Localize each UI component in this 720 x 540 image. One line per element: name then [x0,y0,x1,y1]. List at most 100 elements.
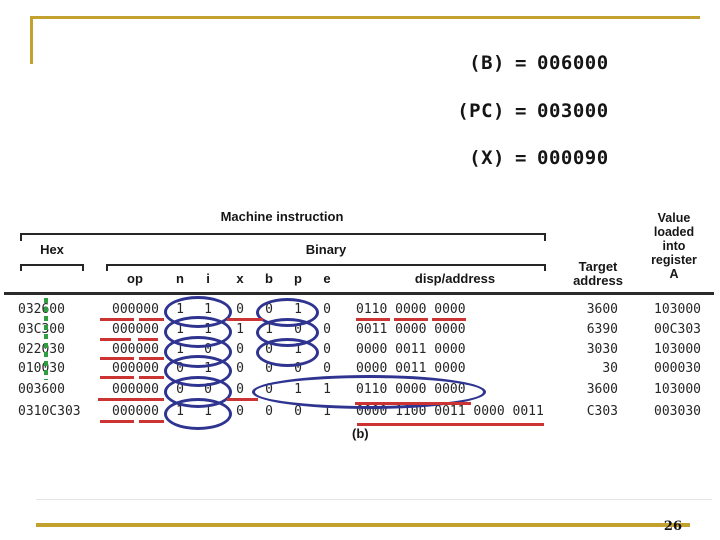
hex-cell: 010030 [18,361,65,376]
e-bit-cell: 0 [323,361,331,376]
op-cell: 000000 [112,302,159,317]
p-bit-cell: 0 [294,361,302,376]
sic-address-circle-annotation [252,375,486,409]
equals-sign: = [515,52,527,74]
equals-sign: = [515,147,527,169]
table-row: 0310C303 000000 1 1 0 0 0 1 0000 1100 00… [0,404,720,421]
op-cell: 000000 [112,382,159,397]
disp-cell: 0110 0000 0000 [356,302,466,317]
n-column-header: n [176,271,184,286]
hex-cell: 032600 [18,302,65,317]
op-column-header: op [127,271,143,286]
value-loaded-cell: 103000 [654,302,701,317]
register-b-label: (B) [469,52,505,74]
e-column-header: e [323,271,331,286]
top-gold-corner-line [30,16,33,64]
p-bit-cell: 0 [294,404,302,419]
bracket-tick [544,264,546,271]
red-underline-annotation [139,318,164,321]
hex-cell: 003600 [18,382,65,397]
green-dotted-line-annotation [44,298,48,380]
hex-bracket [20,264,84,266]
register-x-label: (X) [469,147,505,169]
target-address-cell: 30 [602,361,618,376]
b-bit-cell: 0 [265,404,273,419]
x-bit-cell: 1 [236,322,244,337]
x-bit-cell: 0 [236,302,244,317]
table-top-rule [4,292,714,295]
register-pc-label: (PC) [457,100,505,122]
p-column-header: p [294,271,302,286]
register-b-value: 006000 [537,52,609,74]
e-bit-cell: 0 [323,342,331,357]
table-row: 03C300 000000 1 1 1 1 0 0 0011 0000 0000… [0,322,720,339]
op-cell: 000000 [112,322,159,337]
red-underline-annotation [100,420,134,423]
x-column-header: x [236,271,244,286]
bp-circle-annotation [256,338,319,367]
value-header-line: Value [657,211,691,225]
red-underline-annotation [432,318,466,321]
disp-address-column-header: disp/address [414,271,496,286]
disp-cell: 0000 0011 0000 [356,361,466,376]
b-column-header: b [265,271,273,286]
binary-bracket [106,264,546,266]
hex-cell: 03C300 [18,322,65,337]
op-cell: 000000 [112,342,159,357]
red-underline-annotation [227,398,258,401]
value-loaded-cell: 003030 [654,404,701,419]
i-column-header: i [206,271,210,286]
target-address-cell: 3600 [586,382,618,397]
machine-instruction-bracket [20,233,546,235]
x-bit-cell: 0 [236,342,244,357]
target-address-cell: 3030 [586,342,618,357]
bracket-tick [20,233,22,241]
red-underline-annotation [100,376,134,379]
target-header-line2: address [573,273,623,288]
target-address-cell: C303 [586,404,618,419]
register-x-value: 000090 [537,147,609,169]
e-bit-cell: 0 [323,302,331,317]
value-loaded-cell: 103000 [654,382,701,397]
figure-caption: (b) [352,426,369,441]
value-loaded-cell: 103000 [654,342,701,357]
red-underline-annotation [139,376,164,379]
bottom-gold-line [36,523,690,527]
hex-header: Hex [40,242,64,257]
red-underline-annotation [138,338,158,341]
machine-instruction-header: Machine instruction [220,209,344,224]
value-loaded-cell: 00C303 [654,322,701,337]
x-bit-cell: 0 [236,404,244,419]
bracket-tick [106,264,108,271]
bracket-tick [82,264,84,271]
target-header-line1: Target [578,259,618,274]
value-loaded-cell: 000030 [654,361,701,376]
red-underline-annotation [394,318,428,321]
value-header-line: A [669,267,679,281]
bracket-tick [20,264,22,271]
value-header-line: into [662,239,686,253]
red-underline-annotation [98,398,164,401]
x-bit-cell: 0 [236,382,244,397]
disp-cell: 0000 0011 0000 [356,342,466,357]
target-address-header: Target address [556,260,640,288]
equals-sign: = [515,100,527,122]
red-underline-annotation [100,338,131,341]
hex-cell: 022030 [18,342,65,357]
red-underline-annotation [356,318,390,321]
disp-cell: 0011 0000 0000 [356,322,466,337]
b-bit-cell: 0 [265,361,273,376]
red-underline-annotation [227,318,263,321]
red-underline-annotation [357,423,544,426]
table-row: 010030 000000 0 1 0 0 0 0 0000 0011 0000… [0,361,720,378]
red-underline-annotation [355,402,471,405]
red-underline-annotation [139,420,164,423]
register-pc-value: 003000 [537,100,609,122]
op-cell: 000000 [112,361,159,376]
top-gold-line [30,16,700,19]
bracket-tick [544,233,546,241]
value-header-line: register [651,253,697,267]
ni-circle-annotation [164,398,232,430]
target-address-cell: 3600 [586,302,618,317]
